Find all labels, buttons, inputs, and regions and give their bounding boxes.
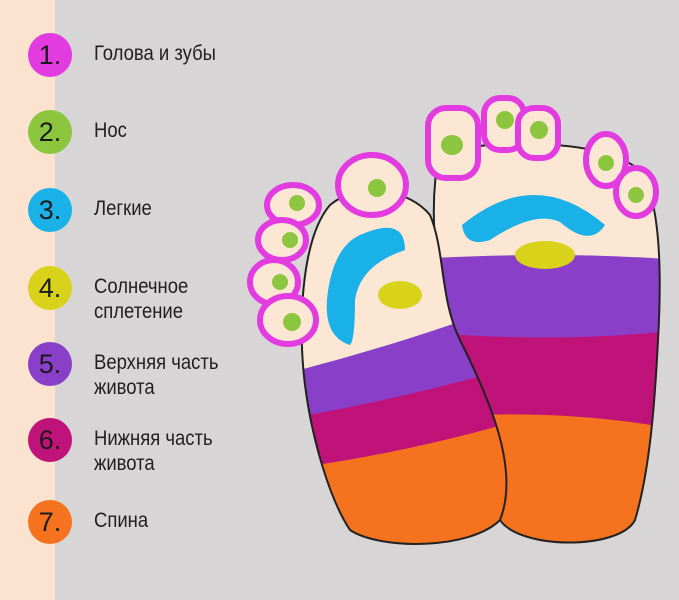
legend-number-badge: 1.: [28, 33, 72, 77]
legend-item-upper-abdomen: 5. Верхняя часть живота: [28, 342, 274, 400]
zone-lungs: [462, 195, 605, 243]
legend-label: Легкие: [94, 197, 152, 220]
legend-number-badge: 5.: [28, 342, 72, 386]
legend-label: Верхняя часть живота: [94, 351, 219, 399]
legend-item-lungs: 3. Легкие: [28, 188, 160, 232]
zone-solar-plexus: [515, 241, 575, 269]
legend-label: Спина: [94, 509, 149, 532]
legend-label: Голова и зубы: [94, 42, 216, 65]
legend-item-solar-plexus: 4. Солнечное сплетение: [28, 266, 234, 324]
legend-label: Нос: [94, 119, 127, 142]
legend-number-badge: 3.: [28, 188, 72, 232]
legend-number-badge: 6.: [28, 418, 72, 462]
nose-zones: [272, 111, 644, 331]
legend-number-badge: 4.: [28, 266, 72, 310]
legend-label: Солнечное сплетение: [94, 275, 189, 323]
left-foot: [300, 189, 508, 545]
legend-item-nose: 2. Нос: [28, 110, 131, 154]
legend-number-badge: 7.: [28, 500, 72, 544]
legend-item-lower-abdomen: 6. Нижняя часть живота: [28, 418, 264, 476]
legend-label: Нижняя часть живота: [94, 427, 213, 475]
legend-item-back: 7. Спина: [28, 500, 156, 544]
legend-number-badge: 2.: [28, 110, 72, 154]
legend-item-head-teeth: 1. Голова и зубы: [28, 33, 233, 77]
